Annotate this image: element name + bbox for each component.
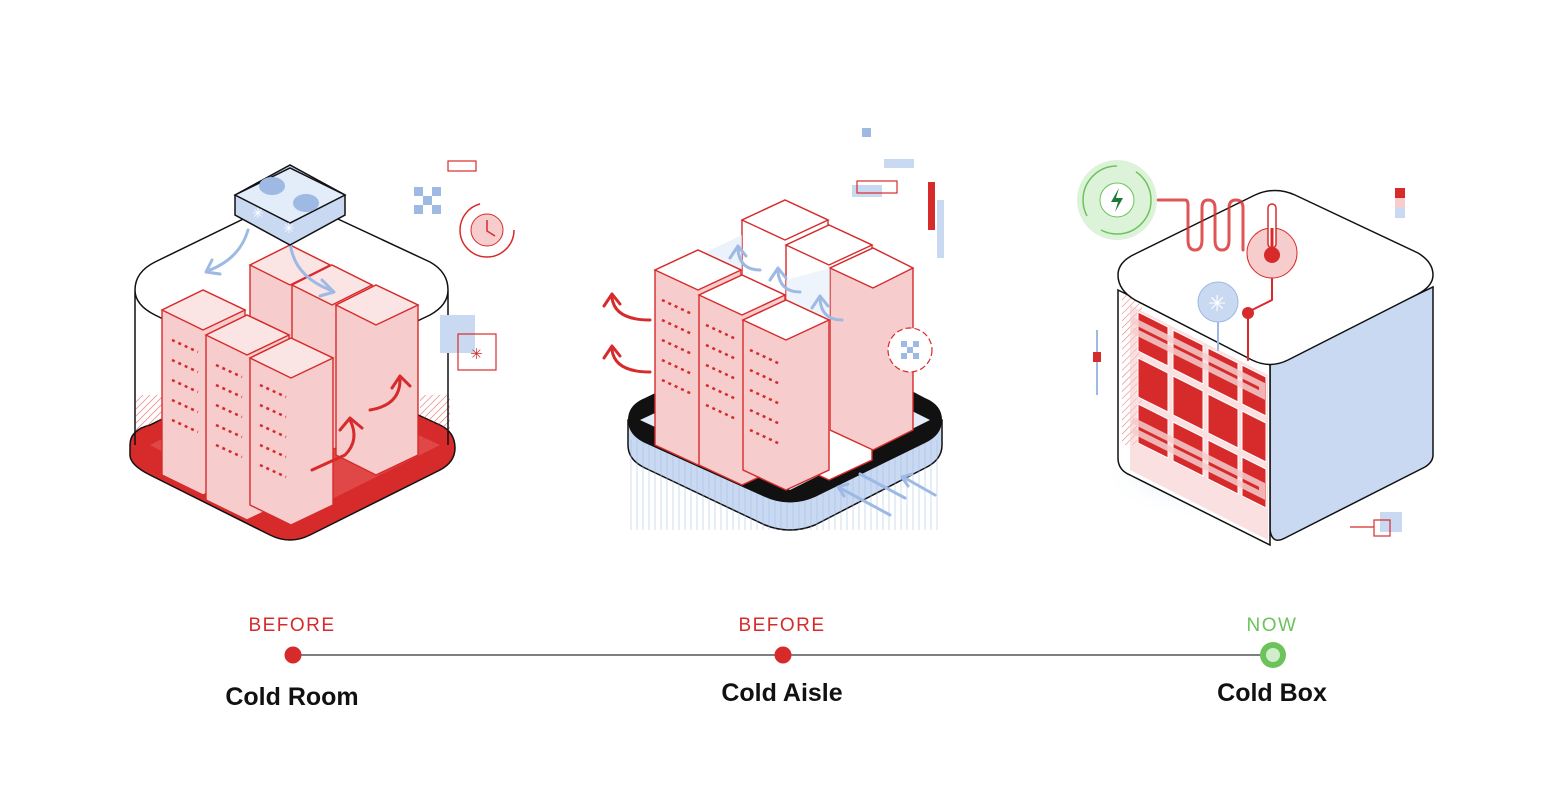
cold-room-back-racks	[248, 244, 420, 476]
energy-recycle-icon	[1077, 160, 1157, 240]
cold-box-server-grid	[1130, 305, 1268, 540]
stage-name-cold-aisle: Cold Aisle	[721, 679, 843, 707]
svg-text:✳: ✳	[470, 345, 483, 363]
svg-text:✳: ✳	[252, 206, 264, 222]
stage-name-cold-room: Cold Room	[225, 683, 359, 711]
timeline-marker-cold-aisle	[774, 646, 792, 664]
stage-status-cold-box: NOW	[1246, 615, 1298, 636]
gear-icon	[887, 327, 933, 373]
cold-box-side-panel	[1269, 285, 1434, 541]
snowflake-icon: ✳	[440, 315, 497, 371]
stage-status-cold-aisle: BEFORE	[738, 615, 826, 636]
clock-icon	[459, 202, 515, 258]
cold-box-illustration: ✳	[1077, 160, 1434, 547]
svg-text:✳: ✳	[283, 221, 295, 237]
cooling-unit-icon: ✳ ✳	[233, 164, 347, 246]
cold-room-illustration: ✳ ✳ ✳	[129, 160, 515, 541]
cold-aisle-front-racks	[653, 249, 831, 491]
cold-room-front-racks	[160, 289, 335, 526]
cold-aisle-illustration	[602, 128, 944, 531]
timeline-marker-cold-room	[284, 646, 302, 664]
thermometer-icon	[1246, 203, 1298, 279]
svg-text:✳: ✳	[1208, 292, 1226, 317]
snowflake-icon: ✳	[1197, 281, 1239, 323]
stage-status-cold-room: BEFORE	[248, 615, 336, 636]
stage-name-cold-box: Cold Box	[1217, 679, 1327, 707]
timeline	[284, 642, 1286, 668]
